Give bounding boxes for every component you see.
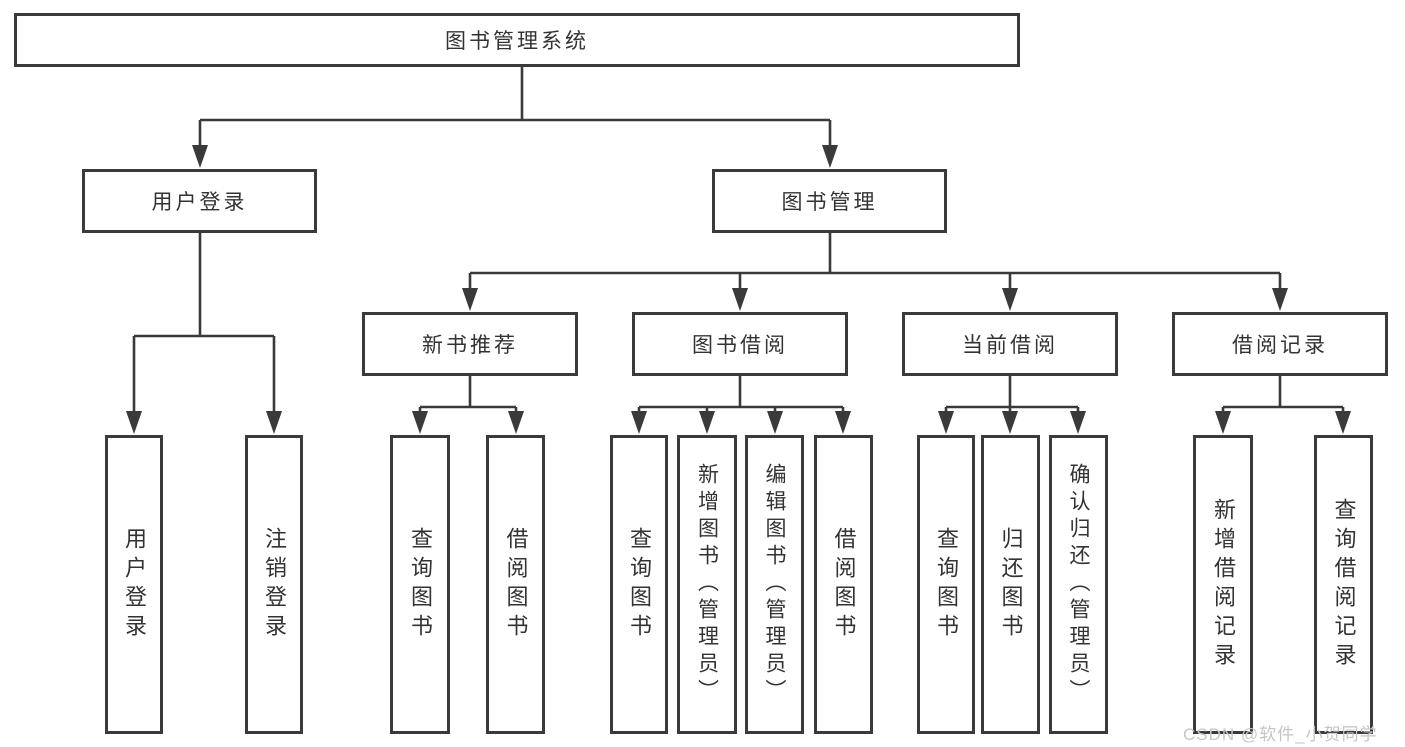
node-label: 新书推荐 [422,334,518,357]
leaf-add-borrow-record: 新增借阅记录 [1193,435,1253,734]
node-label: 当前借阅 [962,334,1058,357]
leaf-return-books: 归还图书 [981,435,1040,734]
leaf-label: 确认归还（管理员） [1067,463,1090,706]
node-current-borrowing: 当前借阅 [902,312,1118,376]
node-book-management: 图书管理 [712,169,947,233]
leaf-query-books-3: 查询图书 [917,435,975,734]
leaf-label: 借阅图书 [503,526,529,643]
leaf-label: 新增图书（管理员） [695,463,719,706]
leaf-label: 用户登录 [122,526,147,643]
leaf-label: 借阅图书 [831,526,857,643]
leaf-label: 查询图书 [408,526,433,643]
leaf-logout: 注销登录 [245,435,303,734]
leaf-query-borrow-record: 查询借阅记录 [1314,435,1373,734]
node-label: 用户登录 [151,191,248,214]
arrowheads [126,145,1351,434]
node-label: 图书管理 [781,191,878,214]
node-label: 图书管理系统 [445,30,589,53]
node-user-login: 用户登录 [82,169,317,233]
node-book-borrowing: 图书借阅 [632,312,848,376]
leaf-query-books-1: 查询图书 [390,435,450,734]
leaf-user-login: 用户登录 [105,435,163,734]
leaf-label: 编辑图书（管理员） [763,463,786,706]
leaf-label: 查询图书 [934,526,959,643]
node-library-management-system: 图书管理系统 [14,13,1020,67]
csdn-watermark: CSDN @软件_小贺同学 [1183,725,1378,744]
node-label: 借阅记录 [1232,334,1328,357]
leaf-add-book-admin: 新增图书（管理员） [677,435,737,734]
leaf-label: 查询借阅记录 [1331,497,1357,672]
node-borrowing-records: 借阅记录 [1172,312,1388,376]
node-label: 图书借阅 [692,334,788,357]
leaf-query-books-2: 查询图书 [610,435,668,734]
leaf-borrow-books-2: 借阅图书 [814,435,873,734]
leaf-borrow-books-1: 借阅图书 [486,435,545,734]
node-new-book-recommendation: 新书推荐 [362,312,578,376]
leaf-confirm-return-admin: 确认归还（管理员） [1049,435,1108,734]
leaf-label: 注销登录 [262,526,287,643]
leaf-label: 新增借阅记录 [1211,497,1236,672]
leaf-edit-book-admin: 编辑图书（管理员） [745,435,804,734]
leaf-label: 查询图书 [627,526,652,643]
leaf-label: 归还图书 [998,526,1024,643]
